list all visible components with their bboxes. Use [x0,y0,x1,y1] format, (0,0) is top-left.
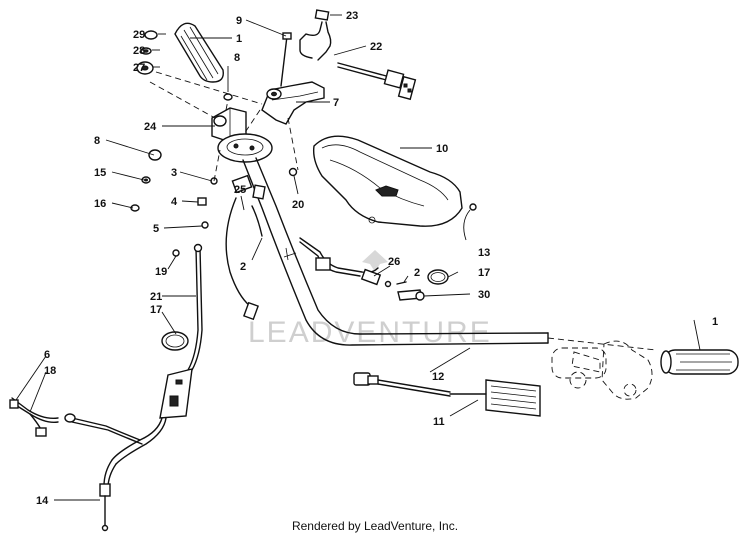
callout-5: 5 [153,223,159,235]
callout-25: 25 [234,184,246,196]
washer-28[interactable] [140,47,152,55]
callout-14: 14 [36,495,49,507]
callout-23: 23 [346,10,358,22]
callout-2-left: 2 [240,261,246,273]
screw-3[interactable] [210,149,221,185]
callout-12: 12 [432,371,444,383]
callout-22: 22 [370,41,382,53]
handlebar[interactable] [242,157,549,346]
cable-end-6-18[interactable] [9,397,59,437]
connector-26[interactable] [299,237,392,288]
callout-24: 24 [144,121,157,133]
callout-8-left: 8 [94,135,100,147]
switch-23[interactable] [299,9,332,61]
knob-8-left[interactable] [148,149,162,161]
callout-7: 7 [333,97,339,109]
clamp-ring-17-right[interactable] [427,269,449,285]
callout-8-top: 8 [234,52,240,64]
washer-16[interactable] [130,204,140,212]
callout-4: 4 [171,196,178,208]
callout-1-right: 1 [712,316,718,328]
callout-1-top: 1 [236,33,242,45]
screw-5[interactable] [201,221,209,229]
callout-11: 11 [433,416,445,428]
callout-29: 29 [133,29,145,41]
callout-27: 27 [133,62,145,74]
fitting-30[interactable] [397,289,425,301]
right-control-phantom [547,337,657,400]
callout-19: 19 [155,266,167,278]
callout-13: 13 [478,247,490,259]
leader-lines [15,14,701,501]
callout-15: 15 [94,167,106,179]
callout-9: 9 [236,15,242,27]
wire-2-left[interactable] [225,197,263,321]
assembly-phantom-lines [149,71,299,171]
left-hand-grip[interactable] [174,22,224,83]
pin-2-right[interactable] [396,281,407,285]
throttle-cable[interactable] [64,243,203,532]
callout-10: 10 [436,143,448,155]
callout-20: 20 [292,199,304,211]
clip-4[interactable] [197,197,207,206]
knob-cap[interactable] [144,30,158,40]
footer-credit: Rendered by LeadVenture, Inc. [291,519,459,533]
callout-30: 30 [478,289,490,301]
control-housing-7[interactable] [261,81,325,125]
heater-element-11[interactable] [353,372,541,417]
callout-6: 6 [44,349,50,361]
screw-13[interactable] [463,203,477,241]
callout-28: 28 [133,45,145,57]
callout-labels: 29 28 27 1 9 8 23 22 7 24 8 15 16 3 4 5 … [36,10,718,507]
callout-16: 16 [94,198,106,210]
washer-15[interactable] [141,176,151,184]
screw-20[interactable] [288,167,298,177]
wire-harness-22[interactable] [337,62,417,101]
bolt-9[interactable] [280,32,292,87]
callout-17-left: 17 [150,304,162,316]
switch-25[interactable] [231,174,266,200]
callout-3: 3 [171,167,177,179]
knob-27[interactable] [136,61,154,75]
callout-17-right: 17 [478,267,490,279]
callout-2-right: 2 [414,267,420,279]
knob-8[interactable] [223,93,233,101]
clamp-ring-17-left[interactable] [161,331,189,351]
handlebar-pad-10[interactable] [312,135,463,227]
callout-18: 18 [44,365,56,377]
handlebar-clamp[interactable] [217,133,273,163]
callout-26: 26 [388,256,400,268]
right-hand-grip[interactable] [660,349,739,375]
callout-21: 21 [150,291,162,303]
